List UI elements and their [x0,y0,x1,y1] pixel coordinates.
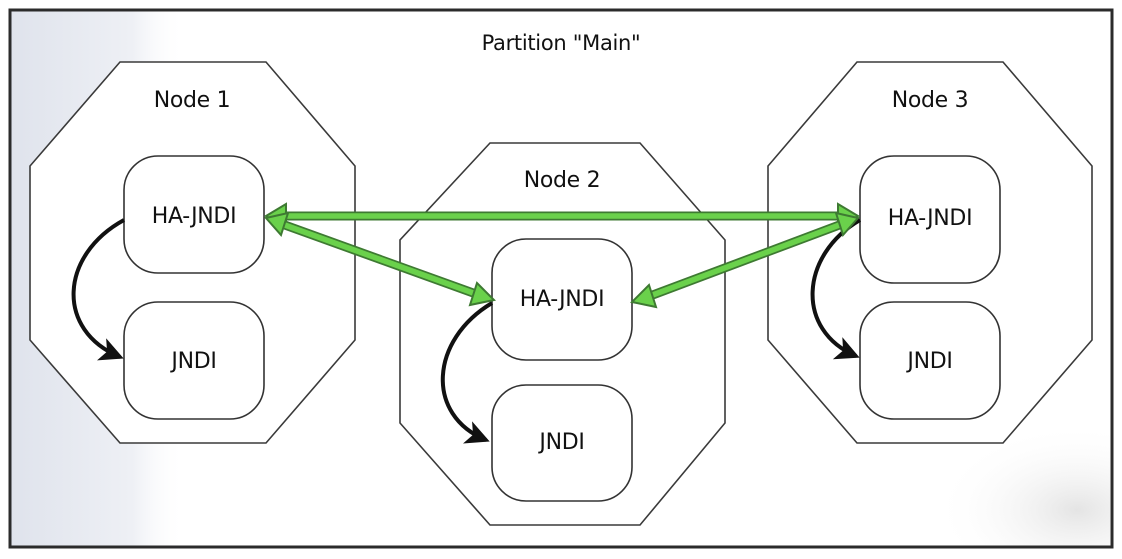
node-1-ha-jndi-box [123,155,265,274]
node-2-jndi-label: JNDI [537,430,584,455]
replication-arrow-node1-node2 [264,211,497,307]
node-3-label: Node 3 [892,88,969,113]
node-2-jndi-box [491,384,633,502]
node-3-ha-jndi-box [859,155,1001,284]
node-2-lookup-arrow [440,301,494,444]
partition-border [8,8,1114,549]
node-3-jndi-box [859,301,1001,420]
node-1-lookup-arrow [71,218,125,361]
node-1-jndi-label: JNDI [169,349,216,374]
node-3-lookup-arrow [810,218,862,360]
node-2-label: Node 2 [524,168,601,193]
node-3: Node 3 HA-JNDI JNDI [767,61,1093,444]
partition-title: Partition "Main" [482,31,641,55]
node-1-ha-jndi-label: HA-JNDI [152,204,237,229]
node-1-jndi-box [123,301,265,420]
node-3-ha-jndi-label: HA-JNDI [888,206,973,231]
node-2: Node 2 HA-JNDI JNDI [399,142,726,526]
node-3-jndi-label: JNDI [905,349,952,374]
node-1-label: Node 1 [154,88,231,113]
replication-arrow-node3-node2 [629,211,860,309]
node-2-ha-jndi-label: HA-JNDI [520,287,605,312]
replication-arrows [264,202,860,309]
node-1: Node 1 HA-JNDI JNDI [29,61,356,444]
